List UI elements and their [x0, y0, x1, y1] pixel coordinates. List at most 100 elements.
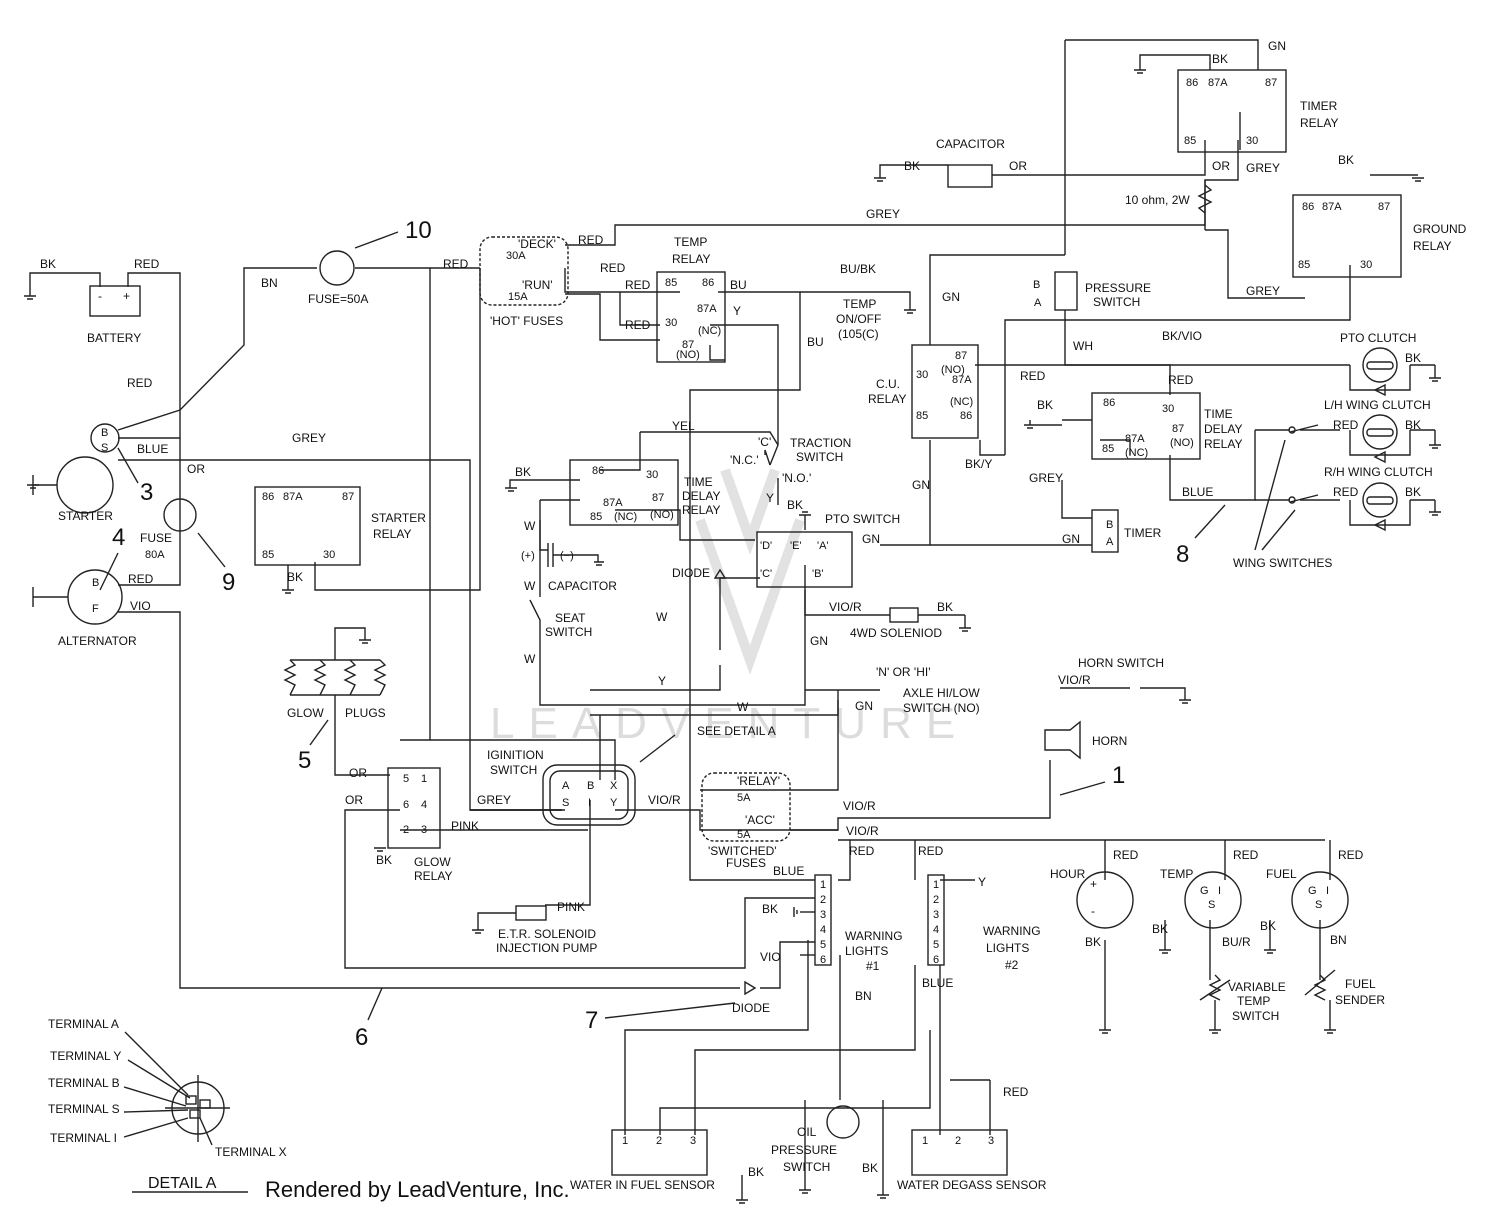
svg-text:RED: RED — [625, 318, 651, 332]
svg-text:DIODE: DIODE — [732, 1001, 770, 1015]
svg-text:Y: Y — [978, 875, 986, 889]
svg-text:W: W — [656, 610, 668, 624]
svg-text:SEE DETAIL A: SEE DETAIL A — [697, 724, 776, 738]
svg-text:FUSES: FUSES — [726, 856, 766, 870]
svg-text:6: 6 — [403, 799, 409, 811]
svg-text:S: S — [1208, 899, 1215, 911]
svg-text:B: B — [101, 427, 108, 439]
svg-text:3: 3 — [820, 909, 826, 921]
rh-wing-clutch: R/H WING CLUTCH — [1324, 465, 1433, 532]
svg-text:2: 2 — [955, 1135, 961, 1147]
svg-text:S: S — [562, 797, 569, 809]
svg-text:3: 3 — [690, 1135, 696, 1147]
svg-text:6: 6 — [933, 954, 939, 966]
starter: B S STARTER — [33, 423, 120, 523]
svg-text:VIO/R: VIO/R — [846, 824, 879, 838]
water-degass-sensor: 1 2 3 WATER DEGASS SENSOR — [897, 1129, 1047, 1192]
svg-text:LIGHTS: LIGHTS — [986, 941, 1029, 955]
svg-text:Y: Y — [766, 491, 774, 505]
svg-text:1: 1 — [922, 1135, 928, 1147]
svg-text:W: W — [524, 652, 536, 666]
svg-text:2: 2 — [933, 894, 939, 906]
svg-text:GREY: GREY — [292, 431, 326, 445]
svg-text:RED: RED — [918, 844, 944, 858]
hot-fuses: 'DECK' 30A 'RUN' 15A 'HOT' FUSES — [479, 236, 569, 328]
svg-text:BN: BN — [855, 989, 872, 1003]
svg-text:FUSE: FUSE — [140, 531, 172, 545]
glow-plugs: GLOW PLUGS — [283, 627, 390, 776]
svg-text:(105(C): (105(C) — [838, 327, 879, 341]
svg-text:BLUE: BLUE — [1182, 485, 1213, 499]
svg-text:86: 86 — [592, 465, 604, 477]
svg-text:RED: RED — [1338, 848, 1364, 862]
svg-text:'DECK': 'DECK' — [518, 237, 556, 251]
svg-text:WING SWITCHES: WING SWITCHES — [1233, 556, 1332, 570]
svg-text:(NC): (NC) — [614, 511, 637, 523]
svg-text:FUEL: FUEL — [1266, 867, 1297, 881]
svg-text:1: 1 — [820, 879, 826, 891]
svg-text:BU: BU — [730, 278, 747, 292]
svg-text:BK: BK — [937, 600, 953, 614]
svg-text:A: A — [1034, 297, 1042, 309]
svg-text:85: 85 — [1184, 135, 1196, 147]
timer-relay: 86 87A 87 85 30 TIMER RELAY — [1177, 69, 1338, 153]
svg-text:OR: OR — [1212, 159, 1230, 173]
svg-text:FUEL: FUEL — [1345, 977, 1376, 991]
svg-text:SWITCH: SWITCH — [545, 625, 592, 639]
svg-text:5: 5 — [933, 939, 939, 951]
svg-text:SWITCH (NO): SWITCH (NO) — [903, 701, 980, 715]
svg-text:2: 2 — [820, 894, 826, 906]
svg-text:GROUND: GROUND — [1413, 222, 1467, 236]
svg-text:VIO/R: VIO/R — [1058, 673, 1091, 687]
svg-text:85: 85 — [1298, 259, 1310, 271]
svg-text:5: 5 — [820, 939, 826, 951]
svg-text:AXLE HI/LOW: AXLE HI/LOW — [903, 686, 980, 700]
svg-text:'N' OR 'HI': 'N' OR 'HI' — [876, 665, 931, 679]
svg-text:BK: BK — [1405, 485, 1421, 499]
svg-text:BLUE: BLUE — [773, 864, 804, 878]
svg-text:VIO/R: VIO/R — [829, 600, 862, 614]
svg-text:6: 6 — [820, 954, 826, 966]
svg-text:HOUR: HOUR — [1050, 867, 1086, 881]
svg-text:SWITCH: SWITCH — [783, 1160, 830, 1174]
svg-text:TIME: TIME — [1204, 407, 1233, 421]
svg-text:RELAY: RELAY — [868, 392, 906, 406]
svg-text:Y: Y — [658, 674, 666, 688]
svg-text:WATER IN FUEL SENSOR: WATER IN FUEL SENSOR — [570, 1178, 715, 1192]
water-in-fuel-sensor: 1 2 3 WATER IN FUEL SENSOR — [570, 1129, 715, 1192]
svg-text:'N.C.': 'N.C.' — [730, 453, 759, 467]
svg-text:OR: OR — [1009, 159, 1027, 173]
svg-text:RED: RED — [1003, 1085, 1029, 1099]
svg-text:-: - — [98, 289, 102, 303]
svg-text:HORN SWITCH: HORN SWITCH — [1078, 656, 1164, 670]
svg-text:4: 4 — [933, 924, 939, 936]
svg-text:BK: BK — [287, 570, 303, 584]
svg-text:'C': 'C' — [758, 435, 771, 449]
svg-text:FUSE=50A: FUSE=50A — [308, 292, 368, 306]
svg-text:BK: BK — [787, 498, 803, 512]
svg-text:'C': 'C' — [760, 568, 772, 580]
horn: HORN — [1044, 720, 1127, 760]
svg-text:TERMINAL B: TERMINAL B — [48, 1076, 120, 1090]
svg-text:87A: 87A — [697, 303, 717, 315]
alternator: B F ALTERNATOR — [33, 569, 137, 648]
svg-text:TERMINAL I: TERMINAL I — [50, 1131, 117, 1145]
capacitor-top: CAPACITOR — [936, 137, 1005, 188]
svg-text:86: 86 — [1186, 77, 1198, 89]
svg-text:'RELAY': 'RELAY' — [737, 774, 780, 788]
svg-text:87: 87 — [342, 491, 354, 503]
svg-text:30: 30 — [323, 549, 335, 561]
time-delay-relay-right: 86 30 87A 87 85 (NC) (NO) TIME DELAY REL… — [1091, 392, 1242, 460]
svg-text:BK: BK — [1260, 919, 1276, 933]
svg-text:87: 87 — [955, 350, 967, 362]
svg-text:OR: OR — [345, 793, 363, 807]
lh-wing-clutch: L/H WING CLUTCH — [1324, 398, 1431, 464]
svg-text:WARNING: WARNING — [983, 924, 1041, 938]
svg-text:TERMINAL X: TERMINAL X — [215, 1145, 287, 1159]
svg-text:3: 3 — [421, 824, 427, 836]
svg-text:85: 85 — [1102, 443, 1114, 455]
svg-text:RED: RED — [578, 233, 604, 247]
svg-text:'B': 'B' — [812, 568, 824, 580]
svg-text:BK: BK — [904, 159, 920, 173]
svg-text:E.T.R. SOLENOID: E.T.R. SOLENOID — [498, 927, 596, 941]
